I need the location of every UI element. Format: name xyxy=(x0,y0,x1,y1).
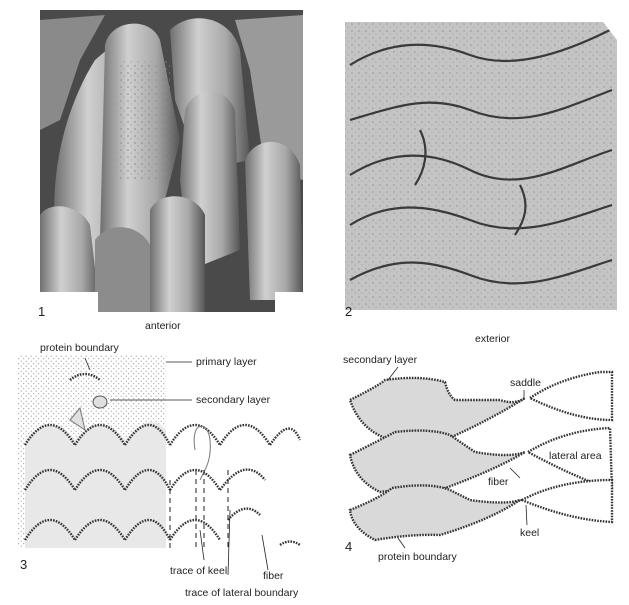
p3-fiber-label: fiber xyxy=(263,570,283,582)
p3-protein-boundary-label: protein boundary xyxy=(40,342,119,354)
panel-2-number: 2 xyxy=(345,305,352,319)
p3-trace-of-keel-label: trace of keel xyxy=(170,565,227,577)
p3-primary-layer-label: primary layer xyxy=(196,356,257,368)
p4-lateral-area-label: lateral area xyxy=(549,450,602,462)
p4-saddle-label: saddle xyxy=(510,377,541,389)
p4-protein-boundary-label: protein boundary xyxy=(378,551,457,563)
panel-2-caption: exterior xyxy=(475,333,510,345)
panel-4-number: 4 xyxy=(345,540,352,554)
photo-panel-2 xyxy=(345,12,617,310)
diagram-panel-3 xyxy=(18,355,300,575)
panel-3-number: 3 xyxy=(20,558,27,572)
p4-secondary-layer-label: secondary layer xyxy=(343,354,417,366)
p4-fiber-label: fiber xyxy=(488,476,508,488)
panel-1-caption: anterior xyxy=(145,320,181,332)
p4-keel-label: keel xyxy=(520,527,539,539)
p3-trace-of-lateral-boundary-label: trace of lateral boundary xyxy=(185,587,298,599)
panel-1-number: 1 xyxy=(38,305,45,319)
p3-secondary-layer-label: secondary layer xyxy=(196,394,270,406)
photo-panel-1 xyxy=(40,10,303,312)
